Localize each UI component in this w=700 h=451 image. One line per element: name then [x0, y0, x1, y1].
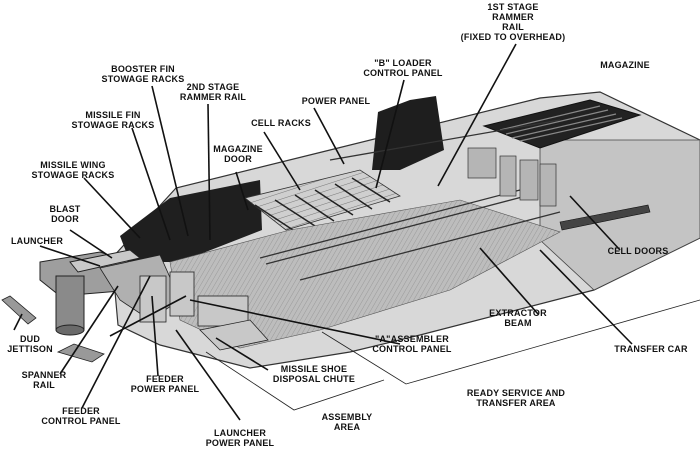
label-launcher-power-panel: LAUNCHER POWER PANEL — [205, 428, 275, 448]
rammer-rails — [259, 119, 561, 281]
label-booster-fin-stowage-racks: BOOSTER FIN STOWAGE RACKS — [101, 64, 185, 84]
label-cell-doors: CELL DOORS — [607, 246, 669, 256]
label-missile-shoe-disposal-chute: MISSILE SHOE DISPOSAL CHUTE — [272, 364, 356, 384]
assembly-area-bracket — [205, 351, 385, 411]
label-launcher: LAUNCHER — [10, 236, 64, 246]
label-b-loader-control-panel: "B" LOADER CONTROL PANEL — [363, 58, 443, 78]
label-feeder-power-panel: FEEDER POWER PANEL — [130, 374, 200, 394]
cell-racks-grid — [244, 169, 401, 231]
label-second-stage-rammer-rail: 2ND STAGE RAMMER RAIL — [179, 82, 247, 102]
cell-door-boxes — [467, 147, 557, 207]
label-extractor-beam: EXTRACTOR BEAM — [489, 308, 547, 328]
cell-rack-bars — [254, 177, 391, 233]
label-missile-fin-stowage-racks: MISSILE FIN STOWAGE RACKS — [71, 110, 155, 130]
label-cell-racks: CELL RACKS — [251, 118, 311, 128]
label-magazine-right: MAGAZINE — [600, 60, 650, 70]
ready-service-bracket — [321, 299, 700, 385]
label-ready-service-and-transfer-area: READY SERVICE AND TRANSFER AREA — [466, 388, 566, 408]
label-dud-jettison: DUD JETTISON — [7, 334, 53, 354]
left-recess — [120, 180, 262, 262]
label-missile-wing-stowage-racks: MISSILE WING STOWAGE RACKS — [31, 160, 115, 180]
transfer-car-beam — [559, 204, 651, 231]
leader-lines — [13, 43, 633, 421]
label-a-assembler-control-panel: "A"ASSEMBLER CONTROL PANEL — [372, 334, 452, 354]
label-power-panel: POWER PANEL — [301, 96, 371, 106]
label-first-stage-rammer-rail: 1ST STAGE RAMMER RAIL (FIXED TO OVERHEAD… — [460, 2, 566, 42]
label-feeder-control-panel: FEEDER CONTROL PANEL — [41, 406, 121, 426]
label-spanner-rail: SPANNER RAIL — [21, 370, 67, 390]
dud-jettison-rails — [1, 295, 105, 363]
label-transfer-car: TRANSFER CAR — [614, 344, 688, 354]
central-magazine-recess — [372, 96, 444, 170]
label-magazine-door: MAGAZINE DOOR — [213, 144, 263, 164]
label-assembly-area: ASSEMBLY AREA — [321, 412, 373, 432]
label-blast-door: BLAST DOOR — [49, 204, 81, 224]
magazine-missiles — [499, 105, 623, 142]
